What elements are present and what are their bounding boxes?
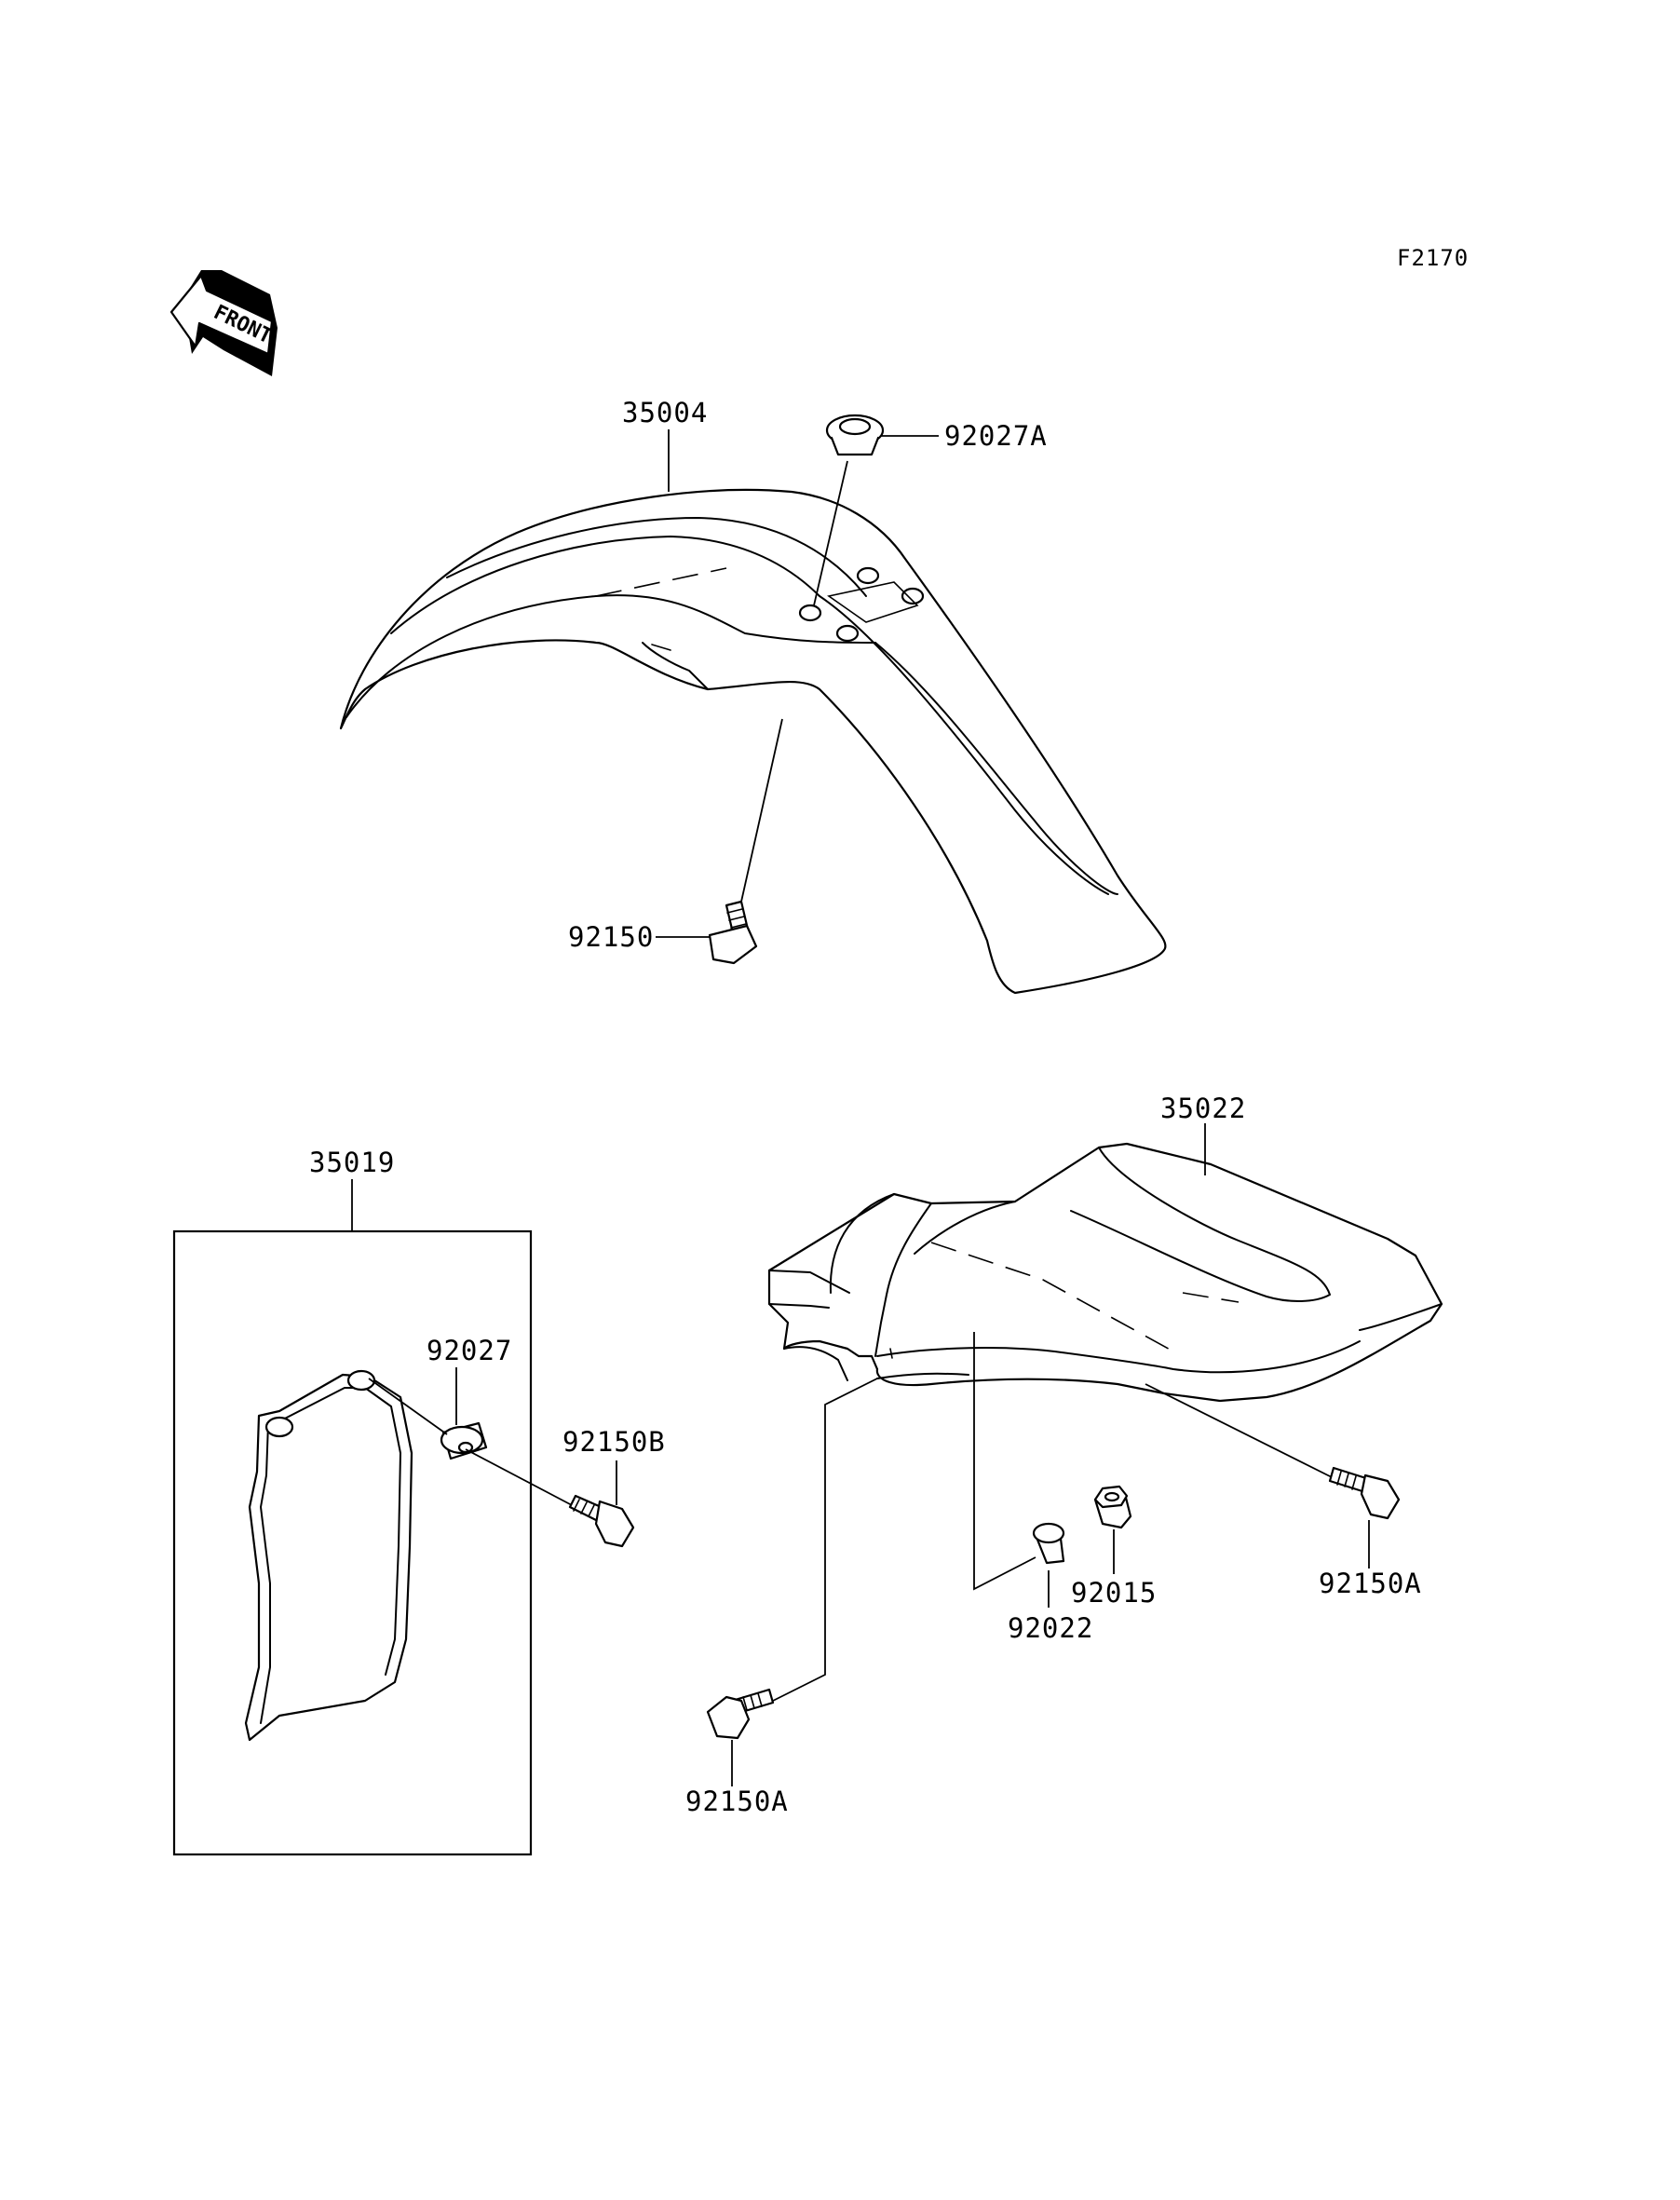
label-92150B: 92150B — [562, 1426, 666, 1458]
rear-fender-35022 — [767, 1142, 1443, 1403]
label-92015: 92015 — [1071, 1577, 1157, 1609]
bolt-92150A-right — [1328, 1466, 1401, 1520]
nut-92015 — [1093, 1485, 1132, 1529]
label-92027A: 92027A — [944, 420, 1048, 452]
leader-92027-hole — [368, 1378, 448, 1435]
leader-92150A-left-shaft — [772, 1378, 878, 1702]
leader-92150B-shaft — [465, 1448, 573, 1506]
collar-92022 — [1032, 1522, 1065, 1565]
front-direction-arrow-icon: FRONT — [169, 270, 278, 376]
label-92150A-right: 92150A — [1319, 1568, 1422, 1599]
leader-92027A-hole — [813, 460, 848, 606]
label-92027: 92027 — [427, 1335, 512, 1366]
bolt-92150A-left — [706, 1688, 775, 1740]
bolt-92150 — [708, 900, 758, 965]
label-92150A-left: 92150A — [685, 1786, 789, 1817]
label-35004: 35004 — [622, 397, 708, 428]
label-35019: 35019 — [309, 1147, 395, 1178]
grommet-92027A — [825, 414, 885, 456]
label-35022: 35022 — [1160, 1093, 1246, 1124]
leader-92150A-right-shaft — [1145, 1383, 1333, 1478]
figure-code: F2170 — [1397, 245, 1469, 271]
leader-92022-shaft — [973, 1332, 1036, 1591]
label-92022: 92022 — [1008, 1612, 1093, 1644]
front-fender-35004 — [339, 488, 1167, 995]
mud-guard-35019 — [244, 1369, 413, 1742]
grommet-92027 — [440, 1421, 488, 1460]
mud-guard-kit-box — [172, 1229, 533, 1856]
bolt-92150B — [568, 1494, 635, 1548]
leader-92150-shaft — [740, 718, 783, 903]
label-92150: 92150 — [568, 921, 654, 953]
